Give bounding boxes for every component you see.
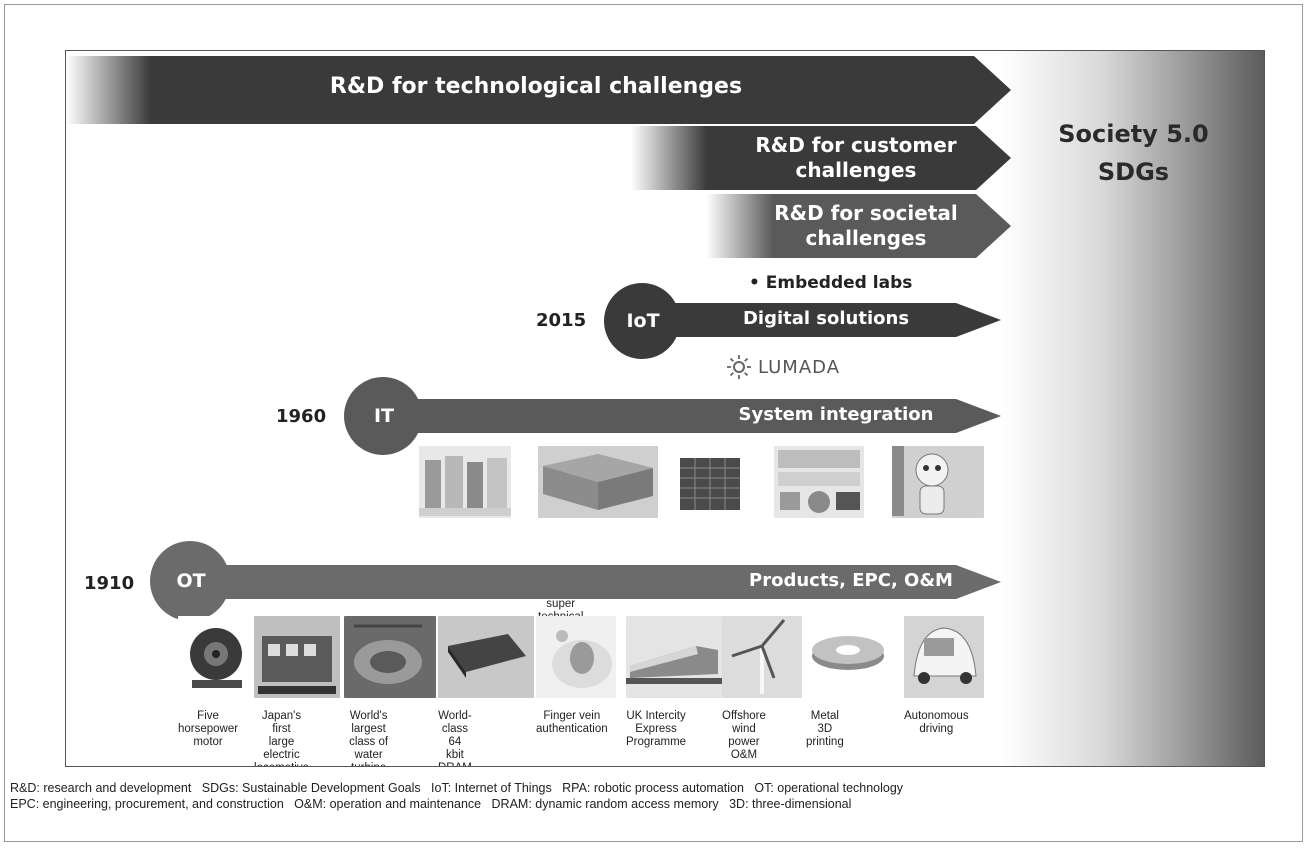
rpa-diagram: [774, 446, 864, 518]
milestone-caption-line: UK Intercity: [626, 710, 686, 722]
milestone-caption-line: World's largest: [349, 710, 388, 735]
footer-line-1: R&D: research and development SDGs: Sust…: [10, 781, 904, 795]
arrow-societal: R&D for societal challenges: [706, 194, 1011, 258]
milestone-caption-line: motor: [193, 736, 223, 748]
arrow-societal-line-2: challenges: [805, 226, 927, 250]
arrow-system-integration-label: System integration: [738, 404, 934, 425]
dram-photo: [438, 616, 534, 698]
arrow-digital-solutions-shape: [626, 303, 1001, 337]
milestone-caption-line: World-class: [438, 710, 472, 735]
lumada-label: LUMADA: [758, 356, 841, 378]
turbine-photo: [344, 616, 436, 698]
milestone-caption-line: driving: [919, 723, 954, 735]
arrow-societal-line-1: R&D for societal: [774, 201, 958, 225]
arrow-products: Products, EPC, O&M: [181, 565, 1001, 599]
iot-year: 2015: [536, 310, 587, 331]
footer-line-2: EPC: engineering, procurement, and const…: [10, 797, 852, 811]
figure-frame: [4, 4, 1303, 842]
lumada-sun-icon: [727, 355, 751, 379]
arrow-customer: R&D for customer challenges: [631, 126, 1011, 190]
arrow-products-shape: [181, 565, 1001, 599]
milestone-caption-line: Programme: [626, 736, 687, 748]
finger-vein-photo: [536, 616, 616, 698]
arrow-technological-shape: [66, 56, 1011, 124]
milestone-caption-line: Japan's first: [261, 710, 302, 735]
society-panel: Society 5.0 SDGs: [1001, 51, 1264, 766]
ot-year: 1910: [84, 573, 135, 594]
arrow-technological: R&D for technological challenges: [66, 56, 1011, 124]
arrow-products-label: Products, EPC, O&M: [749, 570, 953, 591]
milestone-caption-line: O&M: [730, 749, 758, 761]
motor-photo: [178, 616, 258, 698]
milestone-caption-line: Five: [197, 710, 219, 722]
it-year: 1960: [276, 406, 327, 427]
milestone-caption-line: 64 kbit DRAM: [438, 736, 472, 766]
milestone-caption-line: printing: [806, 736, 844, 748]
arrow-digital-solutions: Digital solutions: [626, 303, 1001, 337]
arrow-system-integration-shape: [371, 399, 1001, 433]
arrow-societal-shape: [706, 194, 1011, 258]
society-label: Society 5.0 SDGs: [1001, 115, 1264, 191]
arrow-customer-line-2: challenges: [795, 158, 917, 182]
robot-photo: [892, 446, 984, 518]
arrow-technological-label: R&D for technological challenges: [329, 74, 743, 99]
milestone-caption-line: wind power: [728, 723, 760, 748]
society-line-2: SDGs: [1097, 158, 1170, 186]
milestone-caption-line: authentication: [536, 723, 608, 735]
milestone-caption-line: Finger vein: [543, 710, 601, 722]
arrow-customer-label: R&D for customer challenges: [731, 133, 981, 183]
milestone-caption-line: horsepower: [178, 723, 239, 735]
milestone-caption-line: large electric: [263, 736, 300, 761]
embedded-labs-label: • Embedded labs: [749, 273, 913, 293]
ot-era-circle: OT: [150, 541, 230, 621]
server-photo: [538, 446, 658, 518]
arrow-societal-label: R&D for societal challenges: [751, 201, 981, 251]
milestone-caption-line: class of water: [349, 736, 389, 761]
milestone-caption-line: Express: [635, 723, 677, 735]
society-line-1: Society 5.0: [1058, 120, 1209, 148]
abbreviations-footer: R&D: research and development SDGs: Sust…: [10, 780, 1300, 812]
iot-era-circle: IoT: [604, 283, 680, 359]
storage-photo: [672, 446, 748, 518]
milestone-caption-line: turbine: [344, 762, 393, 766]
supercomputer-photo: [419, 446, 511, 518]
arrow-digital-solutions-label: Digital solutions: [742, 308, 910, 329]
milestone-caption-line: Metal 3D: [810, 710, 839, 735]
milestone-caption-line: Offshore: [722, 710, 766, 722]
arrow-customer-shape: [631, 126, 1011, 190]
autonomous-vehicle-photo: [904, 616, 984, 698]
arrow-system-integration: System integration: [371, 399, 1001, 433]
it-era-circle: IT: [344, 377, 422, 455]
milestone-caption-line: Autonomous: [904, 710, 969, 722]
lumada-brand: LUMADA: [726, 354, 840, 380]
locomotive-photo: [254, 616, 340, 698]
milestone-caption-line: locomotive: [254, 762, 309, 766]
train-photo: [626, 616, 722, 698]
wind-turbine-photo: [722, 616, 802, 698]
diagram-panel: Society 5.0 SDGs R&D for technological c…: [65, 50, 1265, 767]
3d-printing-photo: [806, 616, 896, 698]
arrow-customer-line-1: R&D for customer: [755, 133, 957, 157]
